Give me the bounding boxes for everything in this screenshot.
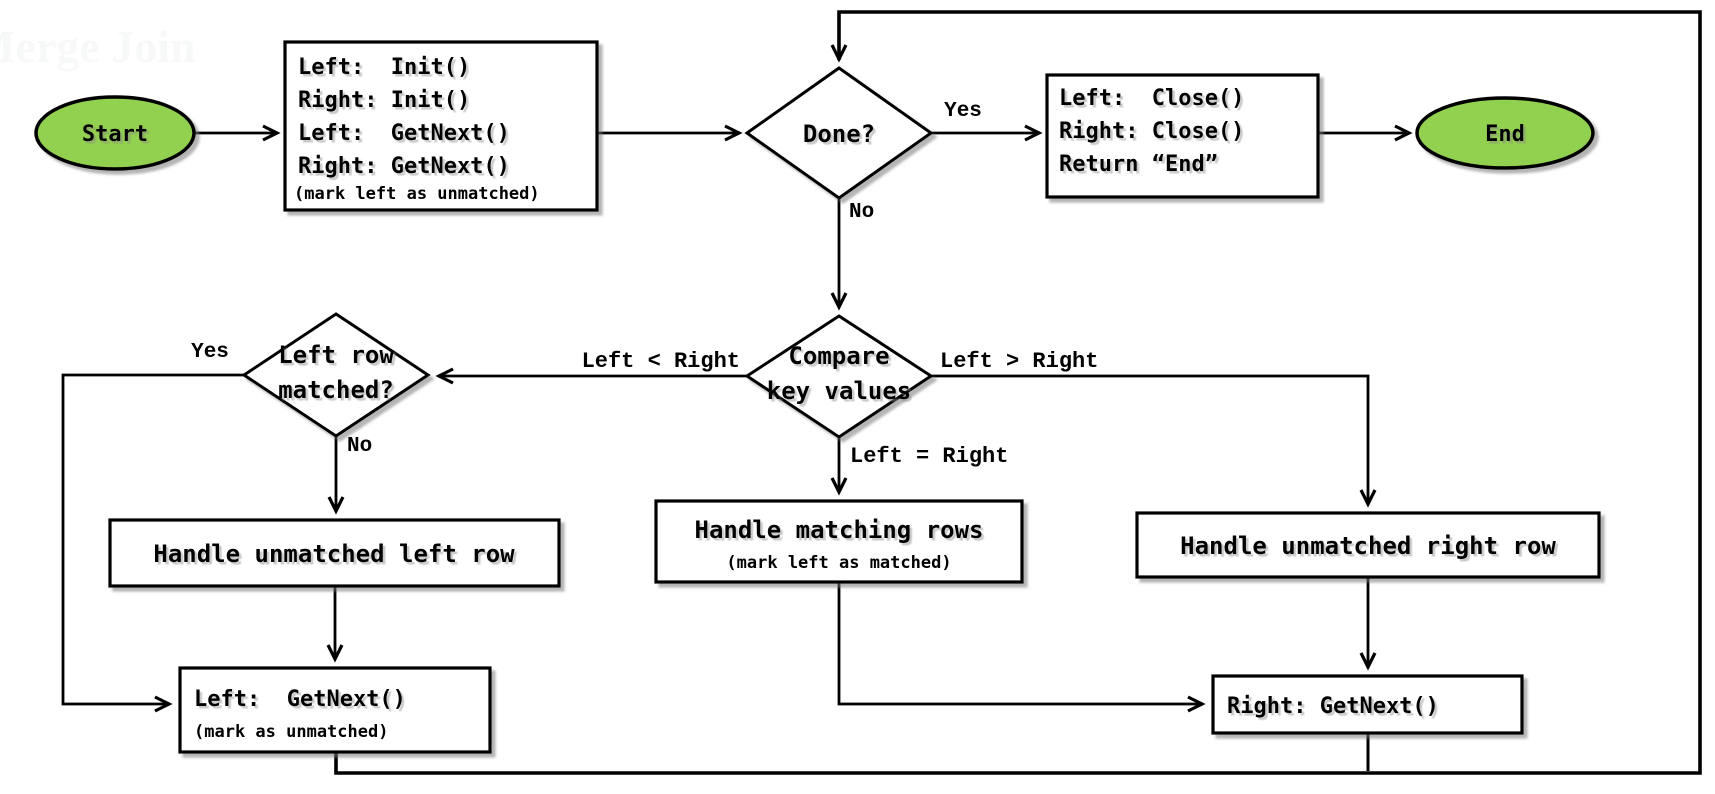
node-compare: Compare key values (744, 314, 934, 439)
close-line-1: Left: Close() (1059, 86, 1244, 111)
done-label: Done? (803, 120, 875, 148)
handle-left-box (108, 518, 561, 588)
left-getnext-label: Left: GetNext() (194, 687, 406, 712)
init-line-1: Left: Init() (298, 55, 470, 80)
handle-left-label: Handle unmatched left row (153, 540, 515, 568)
edge-handle-match-to-right-getnext (837, 582, 1206, 713)
watermark-text: Merge Join (0, 21, 196, 72)
node-handle-match: Handle matching rows (mark left as match… (654, 499, 1024, 584)
init-line-2: Right: Init() (298, 88, 470, 113)
edge-label-left-eq-right: Left = Right (850, 444, 1008, 469)
node-init: Left: Init() Right: Init() Left: GetNext… (283, 40, 599, 212)
handle-match-box (654, 499, 1024, 584)
right-getnext-box (1211, 674, 1524, 735)
edge-compare-gt-to-handle-right (931, 374, 1377, 508)
edge-label-left-lt-right: Left < Right (582, 349, 740, 374)
start-ellipse (34, 95, 196, 171)
edge-label-left-gt-right: Left > Right (940, 349, 1098, 374)
node-close: Left: Close() Right: Close() Return “End… (1045, 73, 1320, 199)
node-start: Start (34, 95, 196, 171)
edge-label-matched-yes: Yes (191, 341, 229, 364)
node-handle-left: Handle unmatched left row (108, 518, 561, 588)
close-line-2: Right: Close() (1059, 119, 1244, 144)
init-line-3: Left: GetNext() (298, 121, 510, 146)
node-matched: Left row matched? (241, 312, 431, 438)
edge-label-done-no: No (849, 201, 874, 224)
end-label: End (1485, 122, 1525, 147)
matched-line-2: matched? (278, 376, 394, 404)
compare-diamond (744, 314, 934, 439)
left-getnext-box (178, 666, 492, 754)
node-end: End (1415, 96, 1595, 170)
init-box (283, 40, 599, 212)
handle-right-label: Handle unmatched right row (1180, 532, 1556, 560)
node-left-getnext: Left: GetNext() (mark as unmatched) (178, 666, 492, 754)
compare-line-1: Compare (788, 342, 889, 370)
edge-label-matched-no: No (347, 435, 372, 458)
start-label: Start (82, 122, 148, 147)
edge-label-done-yes: Yes (944, 100, 982, 123)
matched-diamond (241, 312, 431, 438)
node-handle-right: Handle unmatched right row (1135, 511, 1601, 579)
done-diamond (744, 66, 934, 200)
edge-matched-yes-to-left-getnext (61, 373, 244, 713)
right-getnext-label: Right: GetNext() (1227, 694, 1439, 719)
left-getnext-note: (mark as unmatched) (194, 722, 388, 742)
init-note: (mark left as unmatched) (294, 184, 540, 204)
edge-loop-back-to-done (334, 10, 1702, 775)
node-done: Done? (744, 66, 934, 200)
close-box (1045, 73, 1320, 199)
handle-match-label: Handle matching rows (695, 516, 984, 544)
close-line-3: Return “End” (1059, 152, 1218, 177)
handle-right-box (1135, 511, 1601, 579)
matched-line-1: Left row (278, 341, 394, 369)
handle-match-note: (mark left as matched) (726, 553, 951, 573)
init-line-4: Right: GetNext() (298, 154, 510, 179)
compare-line-2: key values (767, 377, 912, 405)
node-right-getnext: Right: GetNext() (1211, 674, 1524, 735)
end-ellipse (1415, 96, 1595, 170)
